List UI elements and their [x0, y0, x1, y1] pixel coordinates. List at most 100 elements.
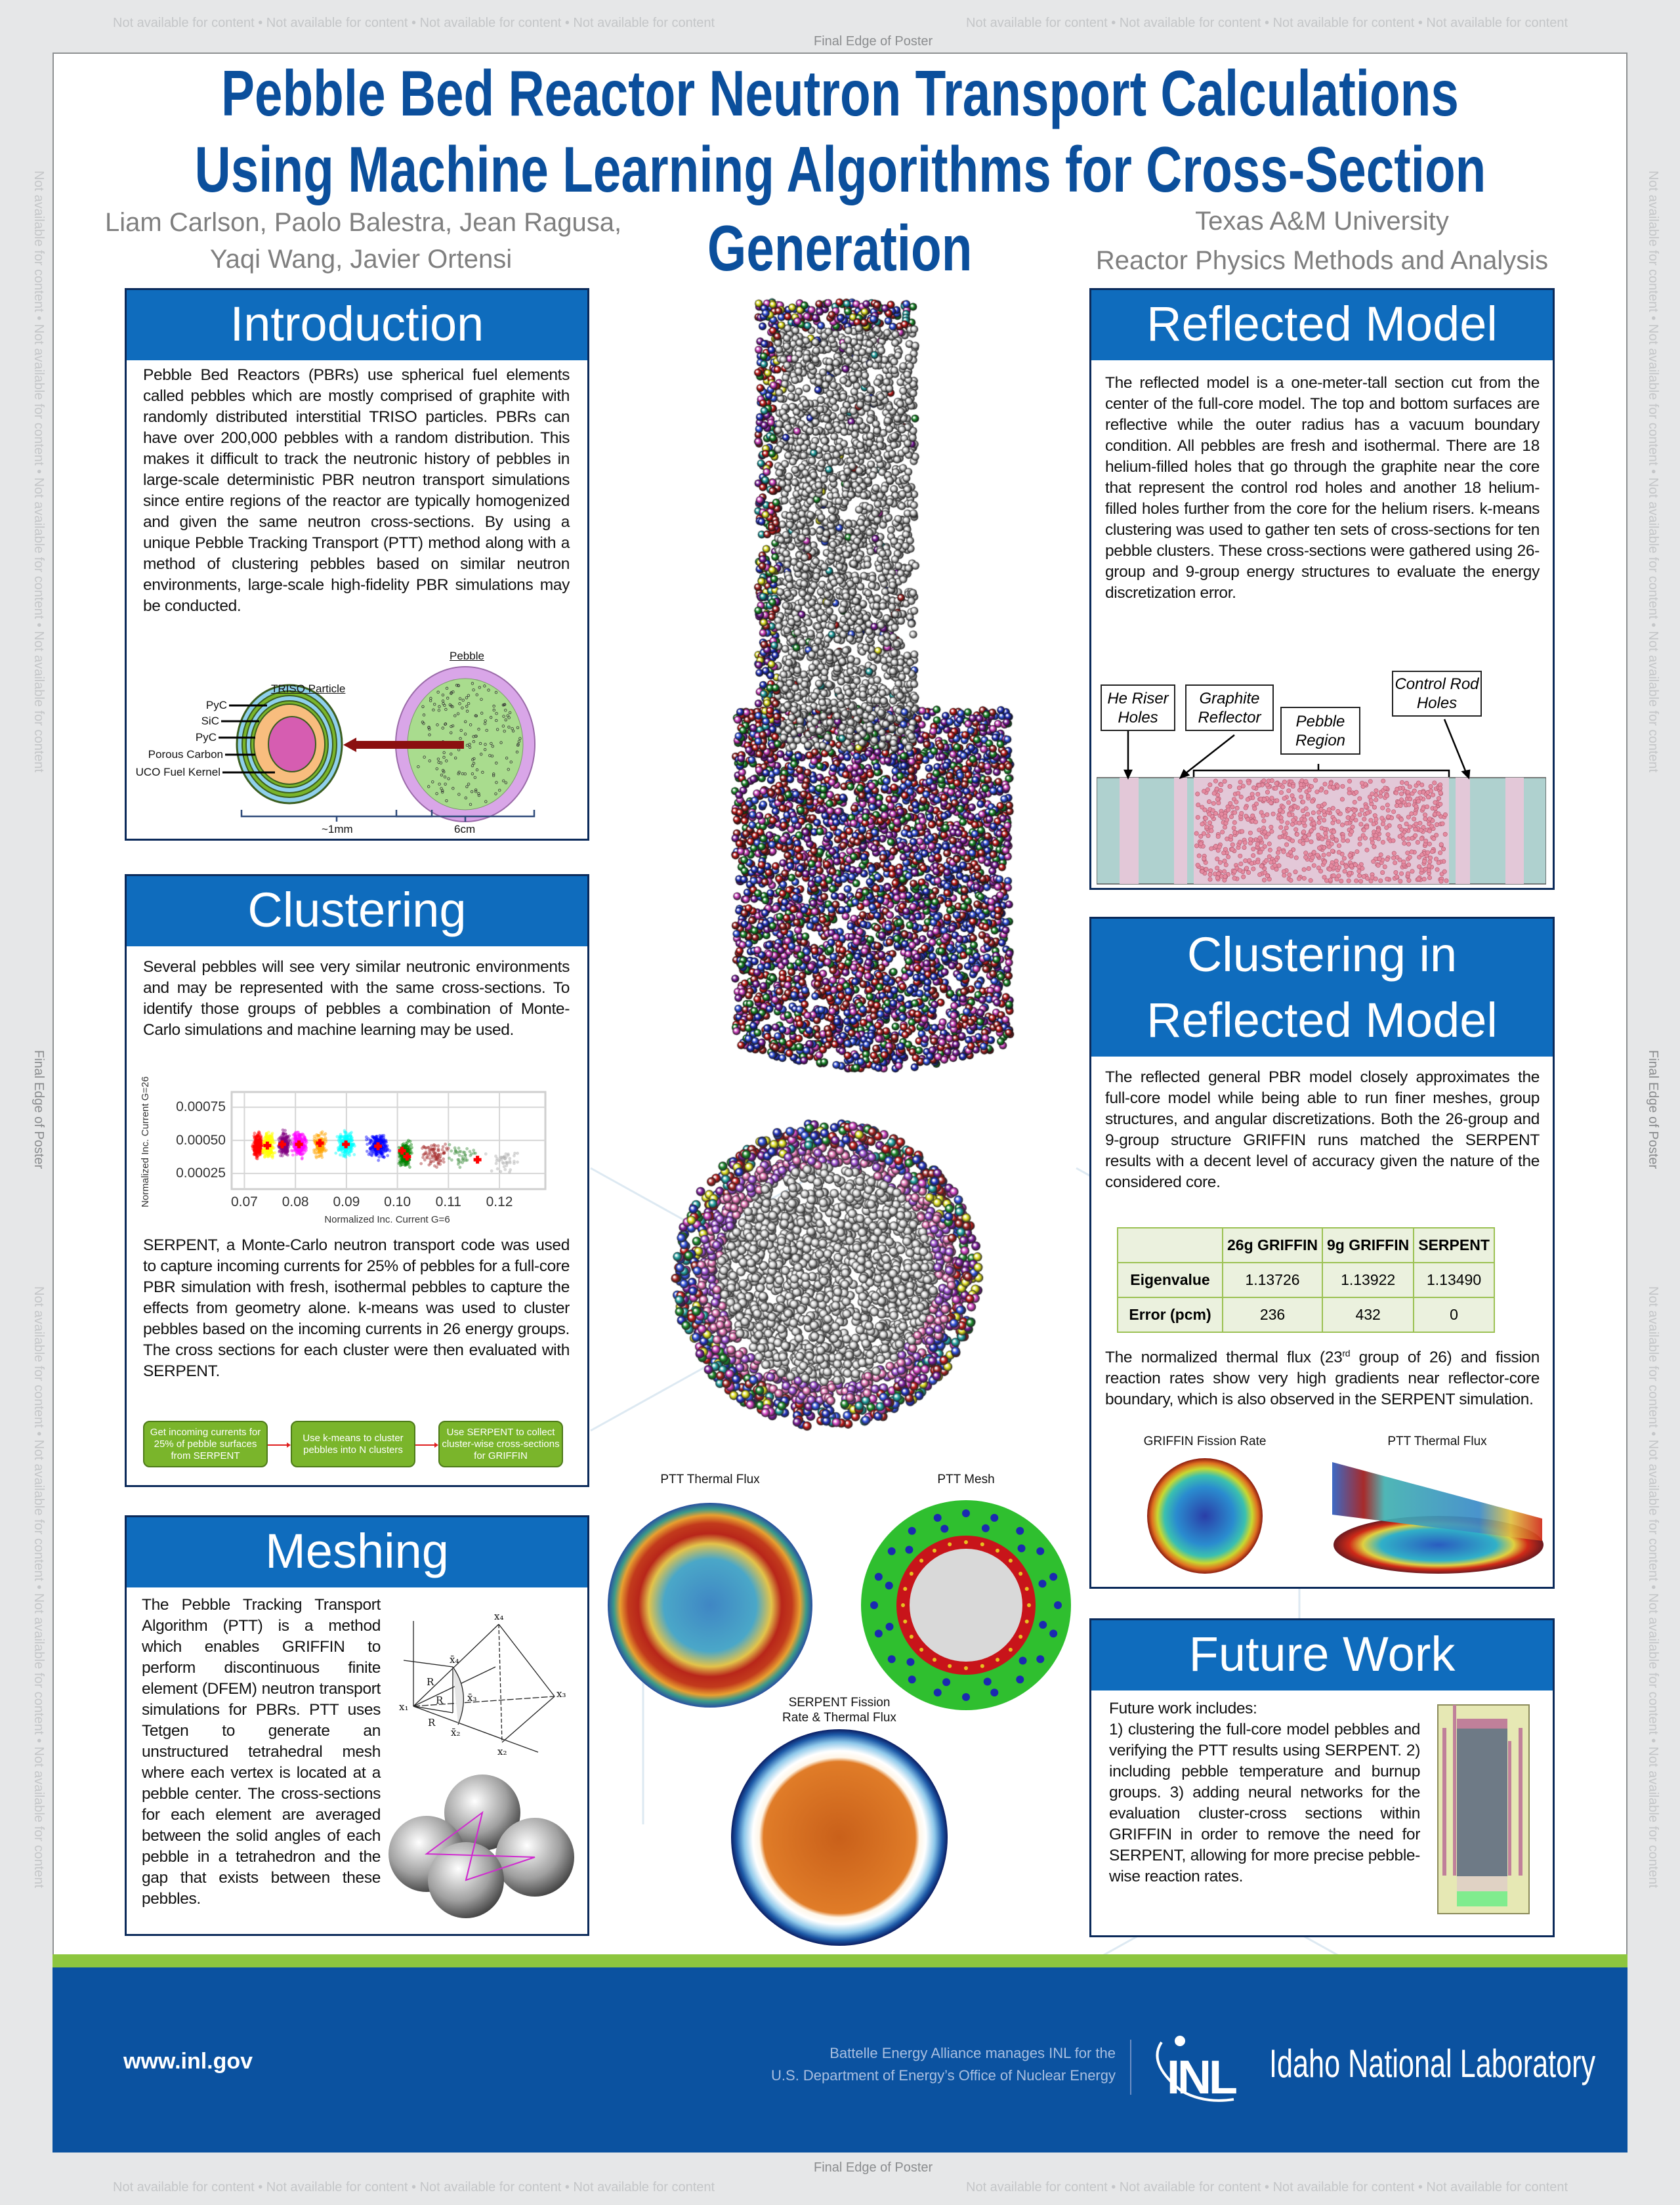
website-link[interactable]: www.inl.gov: [123, 2049, 253, 2074]
scatter-point: [259, 1138, 262, 1142]
scatter-point: [346, 1132, 350, 1136]
scatter-point: [297, 1148, 301, 1152]
scatter-point: [286, 1141, 289, 1145]
scatter-point: [262, 1141, 266, 1144]
scatter-point: [404, 1160, 408, 1164]
scatter-point: [398, 1152, 402, 1156]
scatter-point: [341, 1139, 345, 1143]
reactor-cross-section-render: [663, 1111, 991, 1439]
scatter-point: [293, 1140, 297, 1144]
scatter-point: [456, 1158, 460, 1162]
scatter-point: [285, 1140, 288, 1144]
scatter-point: [300, 1146, 304, 1150]
scatter-point: [257, 1150, 261, 1154]
scatter-point: [345, 1149, 348, 1153]
scatter-point: [350, 1139, 354, 1143]
scatter-point: [282, 1132, 285, 1136]
scatter-point: [259, 1139, 262, 1143]
scatter-point: [267, 1136, 270, 1140]
clustering-reflected-text-2: The normalized thermal flux (23rd group …: [1105, 1348, 1540, 1409]
scatter-point: [437, 1153, 441, 1157]
scatter-point: [368, 1146, 372, 1150]
scatter-point: [464, 1158, 468, 1162]
scatter-point: [259, 1140, 262, 1144]
scatter-point: [268, 1151, 271, 1154]
scatter-point: [398, 1156, 402, 1159]
scatter-point: [268, 1148, 272, 1152]
scatter-point: [285, 1139, 289, 1143]
scatter-point: [438, 1156, 442, 1160]
scatter-point: [374, 1136, 378, 1140]
scatter-point: [340, 1140, 344, 1144]
scatter-point: [404, 1144, 408, 1148]
scatter-point: [371, 1135, 375, 1139]
scatter-point: [463, 1156, 467, 1160]
scatter-point: [503, 1157, 507, 1161]
centroid-marker: [295, 1140, 303, 1148]
scatter-point: [373, 1148, 377, 1152]
scatter-point: [341, 1145, 345, 1149]
scatter-point: [322, 1146, 326, 1150]
scatter-point: [339, 1146, 342, 1150]
scatter-point: [427, 1163, 431, 1167]
scatter-point: [270, 1137, 274, 1141]
tet-label: x̄₂: [451, 1727, 460, 1738]
scatter-point: [259, 1143, 263, 1146]
scatter-point: [379, 1140, 383, 1144]
scatter-point: [314, 1148, 317, 1152]
scatter-point: [266, 1135, 270, 1139]
scatter-point: [442, 1151, 446, 1155]
scatter-point: [264, 1152, 268, 1156]
scatter-point: [401, 1158, 405, 1161]
scatter-point: [299, 1149, 303, 1153]
scatter-point: [399, 1160, 402, 1164]
scatter-point: [293, 1136, 297, 1139]
scatter-point: [348, 1150, 352, 1154]
scatter-point: [303, 1136, 307, 1139]
scatter-point: [446, 1146, 450, 1150]
scatter-point: [401, 1161, 405, 1164]
scatter-point: [403, 1160, 406, 1164]
scatter-point: [461, 1157, 465, 1161]
scatter-point: [269, 1150, 273, 1154]
scatter-point: [301, 1146, 305, 1150]
scatter-point: [296, 1134, 299, 1138]
scatter-point: [266, 1154, 270, 1158]
scatter-point: [282, 1137, 285, 1140]
scatter-point: [375, 1150, 378, 1154]
scatter-point: [261, 1150, 264, 1154]
scatter-point: [289, 1148, 293, 1152]
scatter-point: [298, 1152, 302, 1156]
scatter-point: [264, 1133, 268, 1137]
scatter-point: [262, 1148, 266, 1152]
scatter-point: [344, 1135, 348, 1139]
scatter-point: [302, 1135, 306, 1139]
scatter-point: [404, 1144, 408, 1148]
scatter-point: [347, 1139, 351, 1142]
scatter-point: [263, 1136, 266, 1139]
scatter-point: [371, 1150, 375, 1154]
scatter-point: [286, 1146, 289, 1150]
layer-label-pyc-outer: PyC: [205, 699, 227, 711]
scatter-point: [317, 1150, 320, 1154]
scatter-point: [268, 1149, 272, 1153]
footer: www.inl.gov Battelle Energy Alliance man…: [52, 1967, 1628, 2152]
scatter-point: [432, 1150, 435, 1154]
scatter-point: [287, 1134, 291, 1138]
triso-size-label: ~1mm: [322, 823, 353, 835]
scatter-point: [256, 1139, 260, 1143]
reflected-model-title: Reflected Model: [1091, 290, 1553, 360]
scatter-point: [349, 1144, 353, 1148]
scatter-point: [380, 1134, 384, 1137]
scatter-point: [255, 1154, 259, 1158]
scatter-point: [286, 1142, 290, 1146]
scatter-point: [337, 1148, 341, 1152]
scatter-point: [255, 1155, 259, 1158]
scatter-point: [427, 1154, 430, 1157]
scatter-point: [402, 1158, 406, 1162]
scatter-point: [270, 1145, 274, 1149]
scatter-point: [283, 1145, 287, 1149]
scatter-point: [431, 1156, 435, 1160]
scatter-point: [432, 1148, 436, 1151]
scatter-point: [257, 1140, 260, 1144]
